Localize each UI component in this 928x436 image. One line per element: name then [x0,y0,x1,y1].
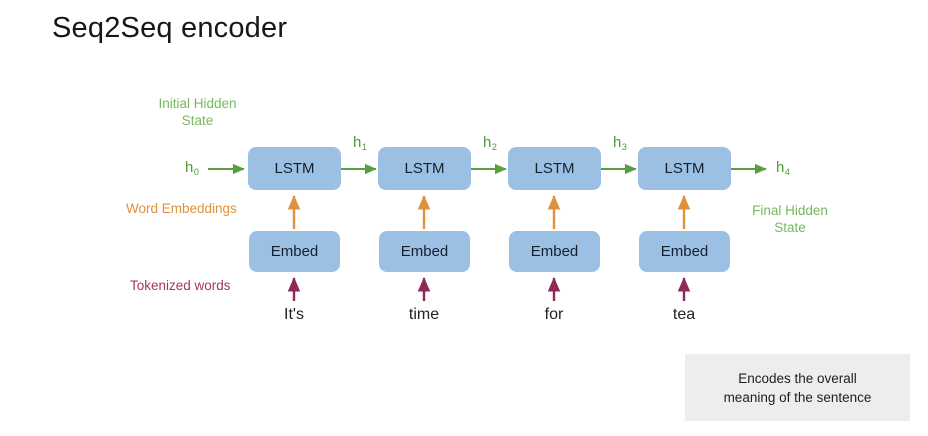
embed-block-2-label: Embed [400,243,449,260]
annotation-final-hidden-state-line1: Final Hidden [752,203,828,218]
h2-base: h [483,134,492,151]
annotation-tokenized-words: Tokenized words [130,278,231,293]
lstm-cell-3-label: LSTM [534,160,575,177]
lstm-cell-2[interactable]: LSTM [378,147,471,190]
h0-base: h [185,159,194,176]
embed-block-3[interactable]: Embed [509,231,600,272]
page-title: Seq2Seq encoder [52,12,288,44]
annotation-initial-hidden-state-line2: State [181,113,214,128]
h4-subscript: 4 [784,167,790,177]
annotation-initial-hidden-state: Initial Hidden State [140,95,255,129]
embed-block-4[interactable]: Embed [639,231,730,272]
token-arrows [287,277,691,301]
hidden-state-label-h3: h3 [613,134,627,152]
annotation-final-hidden-state: Final Hidden State [730,202,850,236]
hidden-state-label-h0: h0 [185,159,199,177]
lstm-cell-1-label: LSTM [274,160,315,177]
h2-subscript: 2 [491,142,497,152]
h3-base: h [613,134,622,151]
embed-block-1[interactable]: Embed [249,231,340,272]
token-word-2: time [408,306,440,323]
callout-line2: meaning of the sentence [723,389,872,405]
embed-block-1-label: Embed [270,243,319,260]
annotation-initial-hidden-state-line1: Initial Hidden [158,96,237,111]
lstm-cell-1[interactable]: LSTM [248,147,341,190]
token-word-3: for [544,306,564,323]
embed-block-3-label: Embed [530,243,579,260]
hidden-state-label-h4: h4 [776,159,790,177]
token-word-4: tea [672,306,696,323]
h1-subscript: 1 [361,142,367,152]
annotation-word-embeddings: Word Embeddings [126,201,237,216]
callout-line1: Encodes the overall [738,370,857,386]
h3-subscript: 3 [621,142,627,152]
embed-block-4-label: Embed [660,243,709,260]
lstm-cell-3[interactable]: LSTM [508,147,601,190]
lstm-cell-4-label: LSTM [664,160,705,177]
lstm-cell-4[interactable]: LSTM [638,147,731,190]
embedding-arrows [287,195,691,229]
hidden-state-label-h1: h1 [353,134,367,152]
callout-box: Encodes the overall meaning of the sente… [685,354,910,421]
h4-base: h [776,159,785,176]
annotation-final-hidden-state-line2: State [774,220,806,235]
hidden-state-label-h2: h2 [483,134,497,152]
h1-base: h [353,134,362,151]
embed-block-2[interactable]: Embed [379,231,470,272]
token-word-1: It's [284,306,304,323]
h0-subscript: 0 [193,167,199,177]
lstm-cell-2-label: LSTM [404,160,445,177]
